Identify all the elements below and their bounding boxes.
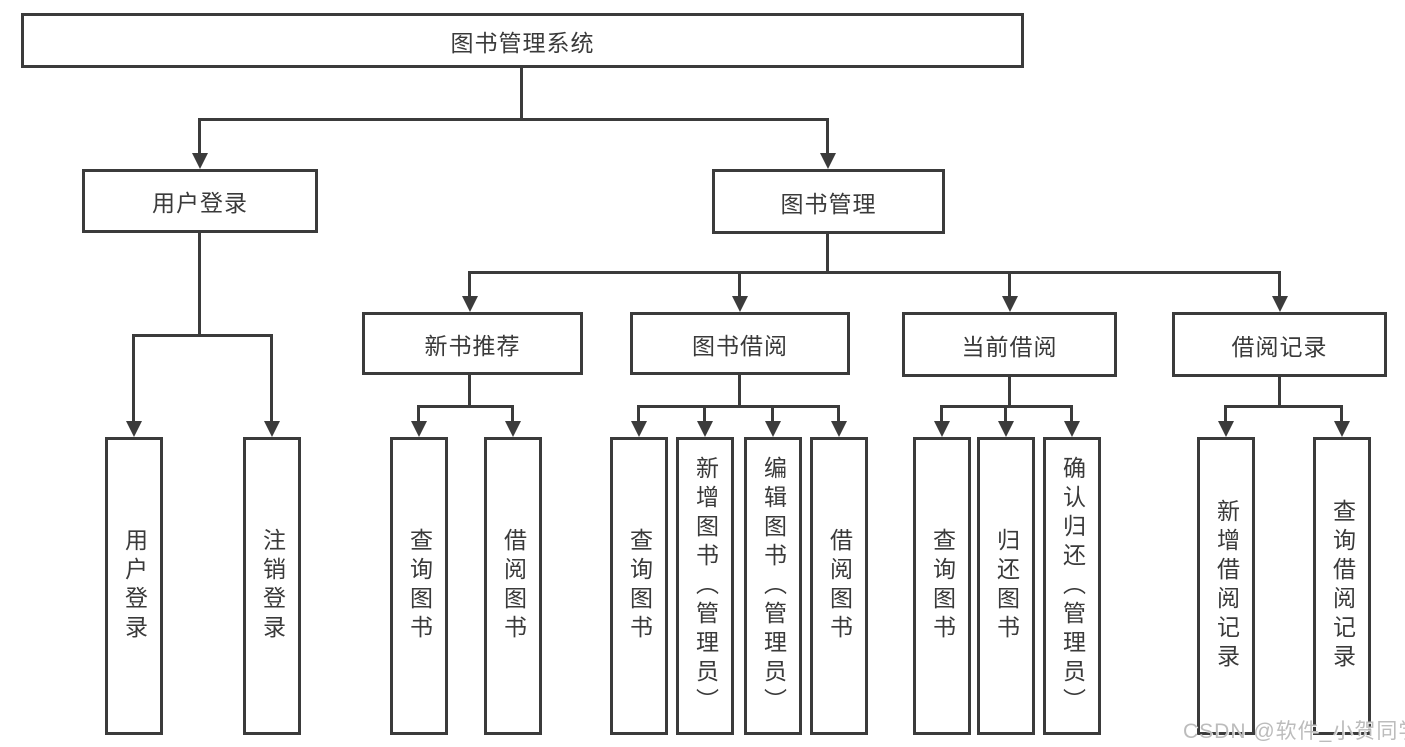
node-borrow-records: 借阅记录 xyxy=(1172,312,1387,377)
connector-group-bar xyxy=(1224,405,1343,408)
arrowhead-down xyxy=(1064,421,1080,437)
connector-to-leaf xyxy=(771,406,774,424)
node-current-borrow: 当前借阅 xyxy=(902,312,1117,377)
connector-to-group xyxy=(738,271,741,299)
arrowhead-down xyxy=(998,421,1014,437)
leaf-label: 用户登录 xyxy=(121,528,148,644)
connector-to-leaf xyxy=(417,406,420,424)
leaf-label: 归还图书 xyxy=(993,528,1020,644)
leaf-logout: 注销登录 xyxy=(243,437,301,735)
connector-group-bar xyxy=(417,405,514,408)
connector-to-leaf xyxy=(637,406,640,424)
connector-to-user-login xyxy=(198,119,201,159)
connector-group-bar xyxy=(637,405,840,408)
leaf-query-books-recommend: 查询图书 xyxy=(390,437,448,735)
arrowhead-down xyxy=(1002,296,1018,312)
arrowhead-down xyxy=(505,421,521,437)
leaf-label: 借阅图书 xyxy=(826,528,853,644)
arrowhead-down xyxy=(831,421,847,437)
connector-user-bar xyxy=(132,334,273,337)
arrowhead-down xyxy=(1272,296,1288,312)
leaf-label: 编辑图书（管理员） xyxy=(760,455,787,717)
node-root: 图书管理系统 xyxy=(21,13,1024,68)
node-label: 新书推荐 xyxy=(424,332,521,359)
node-label: 用户登录 xyxy=(152,190,248,216)
connector-to-leaf xyxy=(1004,406,1007,424)
connector-root-stem xyxy=(520,68,523,120)
node-user-login: 用户登录 xyxy=(82,169,318,233)
connector-to-leaf xyxy=(132,335,135,425)
connector-level2-bar xyxy=(198,118,829,121)
connector-to-leaf xyxy=(940,406,943,424)
connector-to-leaf xyxy=(270,335,273,425)
connector-to-leaf xyxy=(703,406,706,424)
arrowhead-down xyxy=(1218,421,1234,437)
node-label: 图书借阅 xyxy=(692,332,788,359)
arrowhead-down xyxy=(1334,421,1350,437)
leaf-edit-book-admin: 编辑图书（管理员） xyxy=(744,437,802,735)
arrowhead-down xyxy=(264,421,280,437)
connector-to-leaf xyxy=(1340,406,1343,424)
leaf-query-books-borrow: 查询图书 xyxy=(610,437,668,735)
watermark: CSDN @软件_小贺同学 xyxy=(1183,720,1405,743)
leaf-label: 新增借阅记录 xyxy=(1213,499,1240,673)
leaf-add-borrow-record: 新增借阅记录 xyxy=(1197,437,1255,735)
arrowhead-down xyxy=(126,421,142,437)
leaf-label: 新增图书（管理员） xyxy=(692,455,719,717)
leaf-borrow-books-recommend: 借阅图书 xyxy=(484,437,542,735)
leaf-label: 查询图书 xyxy=(626,528,653,644)
leaf-add-book-admin: 新增图书（管理员） xyxy=(676,437,734,735)
node-label: 当前借阅 xyxy=(961,333,1058,360)
node-root-label: 图书管理系统 xyxy=(450,29,595,56)
leaf-label: 查询图书 xyxy=(406,528,433,644)
connector-group-stem xyxy=(738,375,741,407)
node-label: 借阅记录 xyxy=(1231,333,1328,360)
connector-to-group xyxy=(468,271,471,299)
node-label: 图书管理 xyxy=(780,190,877,217)
leaf-return-book: 归还图书 xyxy=(977,437,1035,735)
connector-to-leaf xyxy=(837,406,840,424)
leaf-label: 查询借阅记录 xyxy=(1329,499,1356,673)
arrowhead-down xyxy=(934,421,950,437)
arrowhead-down xyxy=(192,153,208,169)
connector-group-stem xyxy=(468,375,471,407)
leaf-query-books-current: 查询图书 xyxy=(913,437,971,735)
connector-to-leaf xyxy=(511,406,514,424)
connector-to-book-management xyxy=(826,119,829,159)
connector-to-group xyxy=(1278,271,1281,299)
leaf-query-borrow-record: 查询借阅记录 xyxy=(1313,437,1371,735)
connector-to-group xyxy=(1008,271,1011,299)
connector-level3-bar xyxy=(468,271,1281,274)
leaf-borrow-books: 借阅图书 xyxy=(810,437,868,735)
leaf-label: 查询图书 xyxy=(929,528,956,644)
arrowhead-down xyxy=(765,421,781,437)
node-book-borrow: 图书借阅 xyxy=(630,312,850,375)
arrowhead-down xyxy=(732,296,748,312)
connector-user-stem xyxy=(198,233,201,336)
leaf-user-login: 用户登录 xyxy=(105,437,163,735)
arrowhead-down xyxy=(820,153,836,169)
connector-group-stem xyxy=(1008,375,1011,407)
connector-book-stem xyxy=(826,234,829,273)
leaf-label: 注销登录 xyxy=(259,528,286,644)
arrowhead-down xyxy=(697,421,713,437)
arrowhead-down xyxy=(631,421,647,437)
leaf-confirm-return-admin: 确认归还（管理员） xyxy=(1043,437,1101,735)
node-book-management: 图书管理 xyxy=(712,169,945,234)
arrowhead-down xyxy=(411,421,427,437)
node-new-book-recommend: 新书推荐 xyxy=(362,312,583,375)
connector-group-stem xyxy=(1278,375,1281,407)
leaf-label: 确认归还（管理员） xyxy=(1059,455,1086,717)
connector-to-leaf xyxy=(1224,406,1227,424)
connector-to-leaf xyxy=(1070,406,1073,424)
arrowhead-down xyxy=(462,296,478,312)
leaf-label: 借阅图书 xyxy=(500,528,527,644)
